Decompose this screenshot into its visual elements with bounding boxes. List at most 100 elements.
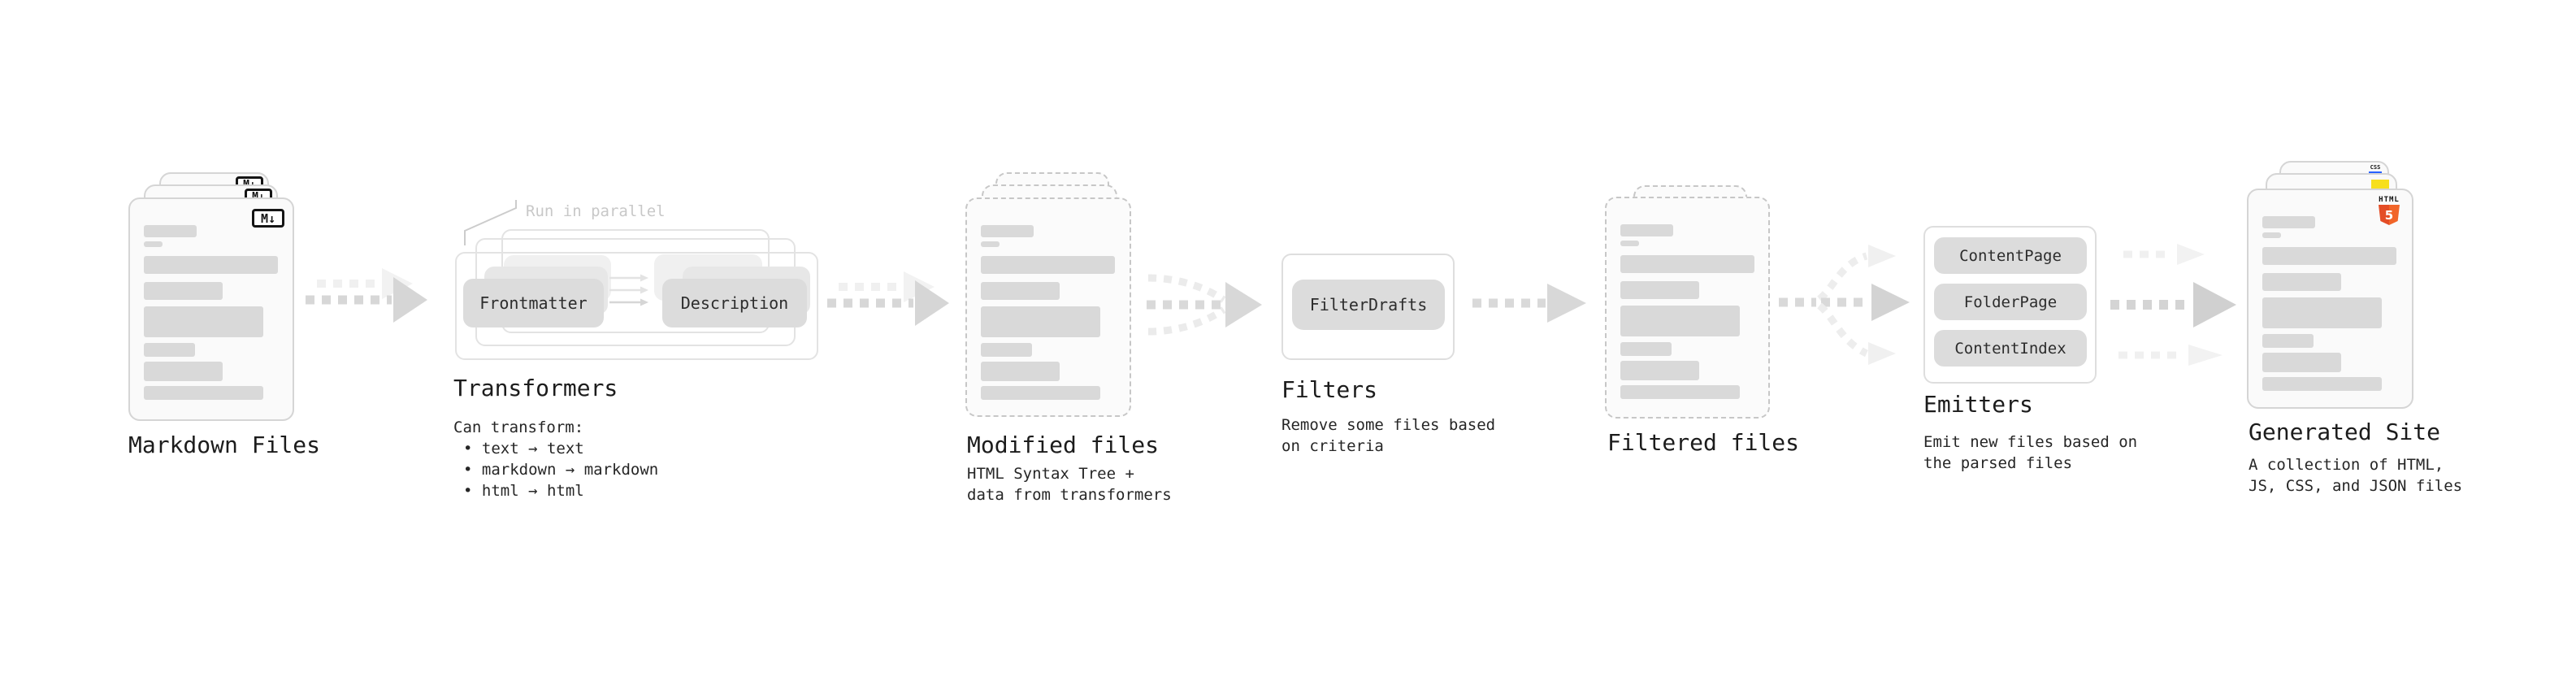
arrow-modified-to-filters-merge — [1147, 274, 1262, 336]
content-bar — [144, 282, 223, 300]
arrow-filters-to-filtered — [1472, 284, 1586, 323]
callout-line — [464, 200, 517, 245]
run-in-parallel-annotation: Run in parallel — [526, 202, 666, 220]
merge-branch-top — [1147, 274, 1226, 303]
content-bar — [144, 343, 195, 357]
content-bar — [2262, 377, 2382, 391]
content-bar — [981, 343, 1032, 357]
content-bar — [2262, 353, 2341, 372]
arrow-markdown-to-transformers — [306, 268, 427, 323]
transform-bullets: • text → text • markdown → markdown • ht… — [453, 438, 658, 501]
generated-site-label: Generated Site — [2249, 419, 2441, 445]
arrow-head-faint — [1868, 245, 1896, 267]
css-icon: CSS — [2368, 165, 2383, 174]
content-bar — [144, 362, 223, 381]
content-bar — [981, 256, 1115, 274]
parallel-arrow-middle — [2110, 282, 2236, 327]
arrow-head — [1871, 284, 1910, 321]
arrow-head — [1225, 282, 1262, 327]
content-bar — [981, 225, 1034, 237]
modified-files-label: Modified files — [967, 432, 1160, 458]
content-bar — [2262, 334, 2314, 348]
arrow-emitters-to-site — [2110, 244, 2236, 366]
frontmatter-box: Frontmatter — [463, 279, 604, 327]
content-bar — [1620, 306, 1740, 336]
caption-line: Can transform: — [453, 419, 584, 436]
content-bar — [144, 241, 163, 247]
transformer-stack-outline-front — [455, 252, 818, 360]
modified-file-card — [965, 197, 1131, 417]
content-bar — [1620, 281, 1699, 299]
bullet-item: • text → text — [463, 440, 584, 458]
folderpage-box: FolderPage — [1934, 284, 2087, 320]
html5-icon-title: HTML — [2379, 196, 2400, 204]
caption-line: Emit new files based on — [1923, 433, 2138, 451]
caption-line: the parsed files — [1923, 454, 2073, 472]
content-bar — [2262, 297, 2382, 328]
fanout-branch-top — [1817, 252, 1868, 302]
css-icon-underline — [2369, 171, 2382, 174]
js-icon — [2371, 180, 2389, 189]
filterdrafts-box: FilterDrafts — [1292, 280, 1445, 330]
emitters-caption: Emit new files based on the parsed files — [1923, 432, 2137, 474]
content-bar — [2262, 247, 2396, 265]
arrow-filtered-to-emitters-fanout — [1779, 245, 1910, 365]
markdown-files-label: Markdown Files — [128, 432, 321, 458]
transformers-label: Transformers — [453, 375, 618, 401]
mini-arrow — [609, 298, 648, 306]
content-bar — [1620, 361, 1699, 380]
content-bar — [981, 306, 1100, 337]
caption-line: HTML Syntax Tree + — [967, 465, 1134, 483]
fanout-branch-bottom — [1817, 302, 1869, 358]
caption-line: Remove some files based — [1281, 416, 1496, 434]
main-arrow — [827, 280, 949, 326]
parallel-arrow-bottom — [2118, 345, 2223, 366]
content-bar — [2262, 232, 2281, 238]
caption-line: data from transformers — [967, 486, 1172, 504]
filtered-file-card — [1605, 197, 1770, 419]
main-arrow — [306, 277, 427, 323]
contentpage-box: ContentPage — [1934, 237, 2087, 274]
content-bar — [144, 256, 278, 274]
filters-label: Filters — [1281, 376, 1378, 403]
content-bar — [1620, 224, 1673, 236]
contentindex-box: ContentIndex — [1934, 330, 2087, 367]
caption-line: on criteria — [1281, 437, 1384, 455]
content-bar — [2262, 273, 2341, 291]
css-icon-text: CSS — [2370, 164, 2381, 171]
mini-arrow — [609, 286, 648, 294]
description-box: Description — [662, 279, 807, 327]
parallel-mini-arrows — [609, 274, 648, 306]
arrow-transformers-to-modified — [827, 271, 949, 326]
modified-files-caption: HTML Syntax Tree + data from transformer… — [967, 463, 1172, 505]
caption-line: A collection of HTML, — [2249, 456, 2444, 474]
markdown-file-card: M↓ — [128, 197, 294, 421]
bullet-item: • markdown → markdown — [463, 461, 659, 479]
bullet-item: • html → html — [463, 482, 584, 500]
markdown-icon: M↓ — [252, 209, 284, 228]
arrow-head-faint — [1868, 342, 1896, 365]
caption-line: JS, CSS, and JSON files — [2249, 477, 2463, 495]
filters-container — [1281, 254, 1455, 360]
content-bar — [144, 306, 263, 337]
content-bar — [144, 386, 263, 400]
run-in-parallel-callout: Run in parallel — [464, 200, 666, 245]
generated-site-caption: A collection of HTML, JS, CSS, and JSON … — [2249, 454, 2462, 497]
content-bar — [981, 241, 1000, 247]
content-bar — [1620, 342, 1672, 356]
content-bar — [1620, 241, 1639, 246]
merge-branch-bottom — [1147, 306, 1226, 336]
emitters-container — [1923, 226, 2097, 384]
arrow-head — [1547, 284, 1586, 323]
mini-arrow — [609, 274, 648, 282]
html5-icon-shield: 5 — [2379, 205, 2400, 225]
content-bar — [144, 225, 197, 237]
content-bar — [2262, 216, 2315, 228]
site-file-card: HTML 5 — [2247, 189, 2413, 409]
content-bar — [1620, 255, 1754, 273]
content-bar — [1620, 385, 1740, 399]
content-bar — [981, 362, 1060, 381]
html5-icon: HTML 5 — [2376, 197, 2402, 225]
emitters-label: Emitters — [1923, 391, 2033, 418]
